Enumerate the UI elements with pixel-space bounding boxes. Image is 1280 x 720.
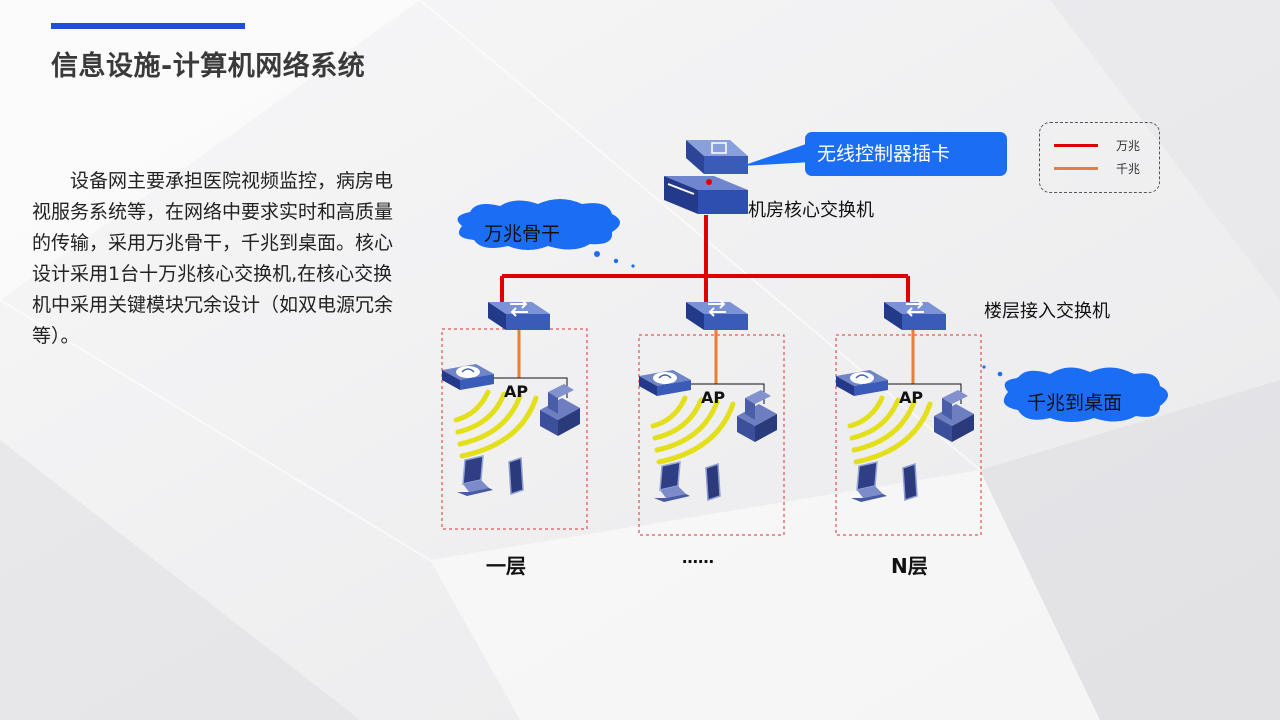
title-accent-bar xyxy=(51,23,245,29)
laptop-icon xyxy=(653,461,691,503)
floor-group-1 xyxy=(441,326,588,530)
floor-name-n: N层 xyxy=(891,554,928,578)
description-text: 设备网主要承担医院视频监控，病房电视服务系统等，在网络中要求实时和高质量的传输，… xyxy=(32,166,404,352)
floor-switch-icon xyxy=(488,299,550,330)
callout-pointer xyxy=(742,142,812,166)
laptop-icon xyxy=(456,455,494,497)
floor-switch-label: 楼层接入交换机 xyxy=(984,301,1110,322)
floor-group-2 xyxy=(638,326,785,536)
access-point-icon xyxy=(836,370,888,396)
desktop-cloud-label: 千兆到桌面 xyxy=(1027,392,1123,414)
access-point-icon xyxy=(442,364,494,390)
core-switch-icon xyxy=(664,140,748,214)
backbone-cloud-label: 万兆骨干 xyxy=(484,223,561,245)
desktop-cloud xyxy=(1018,379,1158,415)
tablet-icon xyxy=(705,463,721,501)
laptop-icon xyxy=(850,461,888,503)
backbone-links xyxy=(500,215,910,302)
ap-label: AP xyxy=(701,388,726,407)
wifi-waves xyxy=(850,398,930,462)
legend-1g-label: 千兆 xyxy=(1116,162,1141,176)
legend-1g-line xyxy=(1054,167,1098,170)
access-point-icon xyxy=(639,370,691,396)
floor-switch-icon xyxy=(884,299,946,330)
floor-group-n xyxy=(835,326,982,536)
floor-name-1: 一层 xyxy=(486,554,526,578)
tablet-icon xyxy=(508,457,524,495)
tablet-icon xyxy=(902,463,918,501)
description-paragraph: 设备网主要承担医院视频监控，病房电视服务系统等，在网络中要求实时和高质量的传输，… xyxy=(32,170,394,347)
floor-name-middle: …… xyxy=(682,548,714,567)
page-title: 信息设施-计算机网络系统 xyxy=(51,51,366,82)
legend-10g-line xyxy=(1054,144,1098,147)
legend-10g-label: 万兆 xyxy=(1116,139,1141,153)
floor-switch-icon xyxy=(686,299,748,330)
pc-icon xyxy=(540,384,580,436)
pc-icon xyxy=(934,390,974,442)
pc-icon xyxy=(737,390,777,442)
core-switch-label: 机房核心交换机 xyxy=(748,200,874,221)
wifi-waves xyxy=(653,398,733,462)
wifi-waves xyxy=(456,392,536,456)
legend: 万兆 千兆 xyxy=(1039,122,1160,193)
ap-label: AP xyxy=(899,388,924,407)
ap-label: AP xyxy=(504,382,529,401)
backbone-cloud xyxy=(470,212,606,244)
controller-callout: 无线控制器插卡 xyxy=(805,132,1007,176)
